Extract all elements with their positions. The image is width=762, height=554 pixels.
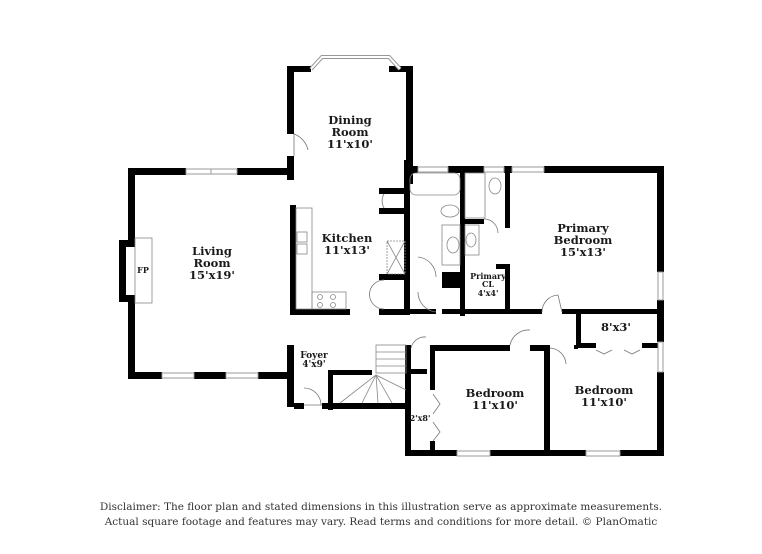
room-dims: 4'x4': [477, 287, 499, 298]
doors: [293, 133, 641, 442]
room-dims: 15'x19': [189, 268, 235, 283]
room-label-bedroom-2: Bedroom 11'x10': [575, 384, 634, 408]
room-name: Dining: [328, 113, 372, 127]
room-dims: 11'x10': [581, 395, 627, 410]
room-label-bedroom-1: Bedroom 11'x10': [466, 387, 525, 411]
room-name: Foyer: [300, 351, 328, 361]
room-dims: 15'x13': [560, 245, 606, 260]
walls: [119, 66, 664, 456]
disclaimer: Disclaimer: The floor plan and stated di…: [0, 500, 762, 530]
disclaimer-line-2: Actual square footage and features may v…: [104, 516, 658, 528]
room-label-foyer: Foyer 4'x9': [300, 351, 328, 371]
windows: [161, 55, 664, 457]
fireplace-label: FP: [137, 265, 149, 275]
room-label-living: Living Room 15'x19': [189, 245, 235, 281]
room-label-dining: Dining Room 11'x10': [327, 114, 373, 150]
room-name: Bedroom: [574, 383, 634, 397]
fireplace-text: FP: [137, 265, 149, 275]
room-dims: 8'x3': [601, 320, 631, 334]
room-label-primary-closet: Primary CL 4'x4': [470, 271, 506, 298]
room-name: Living: [192, 244, 232, 258]
room-name: Primary: [557, 221, 609, 235]
room-dims: 4'x9': [302, 360, 326, 371]
room-dims: 11'x10': [472, 398, 518, 413]
room-name: Bedroom: [465, 386, 525, 400]
room-dims: 2'x8': [409, 413, 431, 423]
room-name: Room: [331, 125, 369, 140]
room-label-primary-bedroom: Primary Bedroom 15'x13': [554, 222, 613, 258]
room-name: Primary: [470, 271, 506, 281]
room-name: Room: [193, 256, 231, 271]
room-dims: 11'x10': [327, 137, 373, 152]
fixtures: [134, 172, 502, 404]
room-name: Kitchen: [321, 231, 373, 245]
room-label-closet-2x8: 2'x8': [409, 413, 431, 423]
room-label-kitchen: Kitchen 11'x13': [322, 232, 373, 256]
room-name: Bedroom: [553, 233, 613, 248]
room-name: CL: [482, 279, 494, 290]
room-label-closet-8x3: 8'x3': [601, 321, 631, 333]
room-dims: 11'x13': [324, 243, 370, 258]
disclaimer-line-1: Disclaimer: The floor plan and stated di…: [99, 501, 663, 513]
